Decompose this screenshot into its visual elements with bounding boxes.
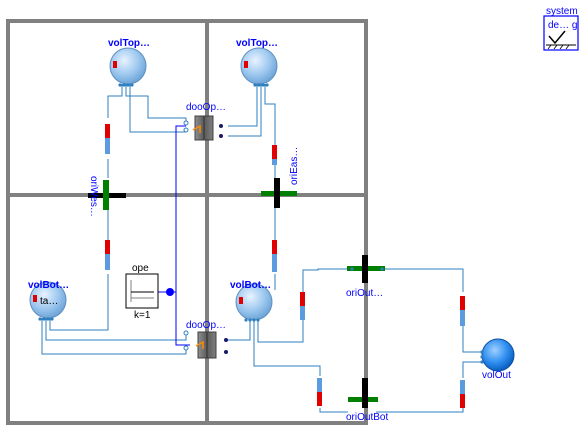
system-label: system — [546, 6, 578, 17]
doorBot-label: dooOp… — [186, 320, 226, 331]
ope-label: ope — [132, 263, 149, 274]
oriOutBot-label: oriOutBot — [346, 412, 388, 423]
ope-block[interactable]: ope k=1 — [125, 263, 174, 321]
volBotWest-label: volBot… — [28, 280, 69, 291]
oriOutTop-label: oriOut… — [346, 288, 383, 299]
orifice-out-top[interactable]: oriOut… — [346, 255, 385, 299]
orifice-east[interactable]: oriEas… — [261, 147, 300, 208]
building-walls — [6, 19, 368, 425]
volume-top-east[interactable]: volTop… — [236, 38, 278, 87]
ope-output-port[interactable] — [166, 288, 174, 296]
doorTop-label: dooOp… — [186, 102, 226, 113]
volume-top-west[interactable]: volTop… — [108, 38, 150, 87]
volTopWest-label: volTop… — [108, 38, 150, 49]
system-block[interactable]: system de… g — [543, 6, 579, 51]
volume-bottom-west[interactable]: ta… volBot… — [28, 280, 69, 321]
oriEast-label: oriEas… — [289, 147, 300, 185]
oriWest-label: oriWes… — [88, 176, 99, 217]
volTopEast-label: volTop… — [236, 38, 278, 49]
pipe-segments — [105, 124, 465, 408]
ope-param: k=1 — [134, 310, 151, 321]
fluid-connections — [41, 84, 482, 413]
orifice-out-bottom[interactable]: oriOutBot — [346, 378, 388, 423]
volBotWest-inner-label: ta… — [40, 296, 58, 307]
volume-bottom-east[interactable]: volBot… — [230, 280, 273, 322]
door-top[interactable]: dooOp… — [183, 102, 226, 141]
door-bottom[interactable]: dooOp… — [183, 320, 228, 359]
volOut-label: volOut — [482, 370, 511, 381]
orifice-west[interactable]: oriWes… — [88, 176, 126, 217]
system-icon-text: de… g — [548, 20, 577, 31]
signal-connections — [158, 125, 190, 346]
volume-out[interactable]: volOut — [480, 338, 515, 381]
volBotEast-label: volBot… — [230, 280, 271, 291]
outer-wall — [6, 19, 368, 425]
